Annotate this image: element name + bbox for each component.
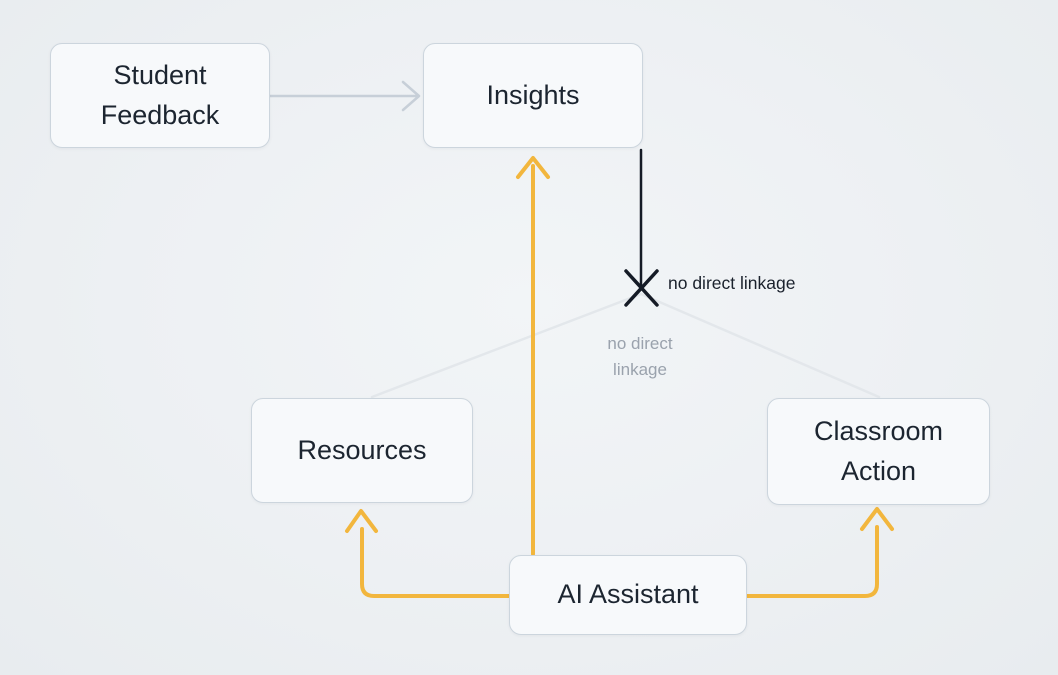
x-mark-icon [624,269,659,307]
faint-linkage-label-line1: no direct [607,334,673,353]
blocked-linkage-label: no direct linkage [668,273,796,293]
node-student-feedback-label: Student Feedback [100,60,220,130]
node-classroom-action-label: Classroom Action [813,416,944,486]
faint-linkage-label-line2: linkage [613,359,667,379]
arrow-ai-assistant-to-resources [345,509,511,598]
faint-linkage-label: no direct linkage [607,331,672,382]
node-ai-assistant-label: AI Assistant [557,579,699,610]
node-resources-label: Resources [297,434,427,465]
node-student-feedback: Student Feedback [50,43,270,148]
arrow-ai-assistant-to-insights [516,156,550,556]
node-resources: Resources [251,398,473,503]
arrow-ai-assistant-to-classroom-action [745,507,894,598]
node-insights-label: Insights [486,79,580,110]
faint-line-insights-to-resources [370,292,643,399]
faint-line-insights-to-classroom-action [639,292,881,399]
arrow-student-feedback-to-insights [268,80,421,112]
node-ai-assistant: AI Assistant [509,555,747,635]
node-insights: Insights [423,43,643,148]
node-classroom-action: Classroom Action [767,398,990,505]
